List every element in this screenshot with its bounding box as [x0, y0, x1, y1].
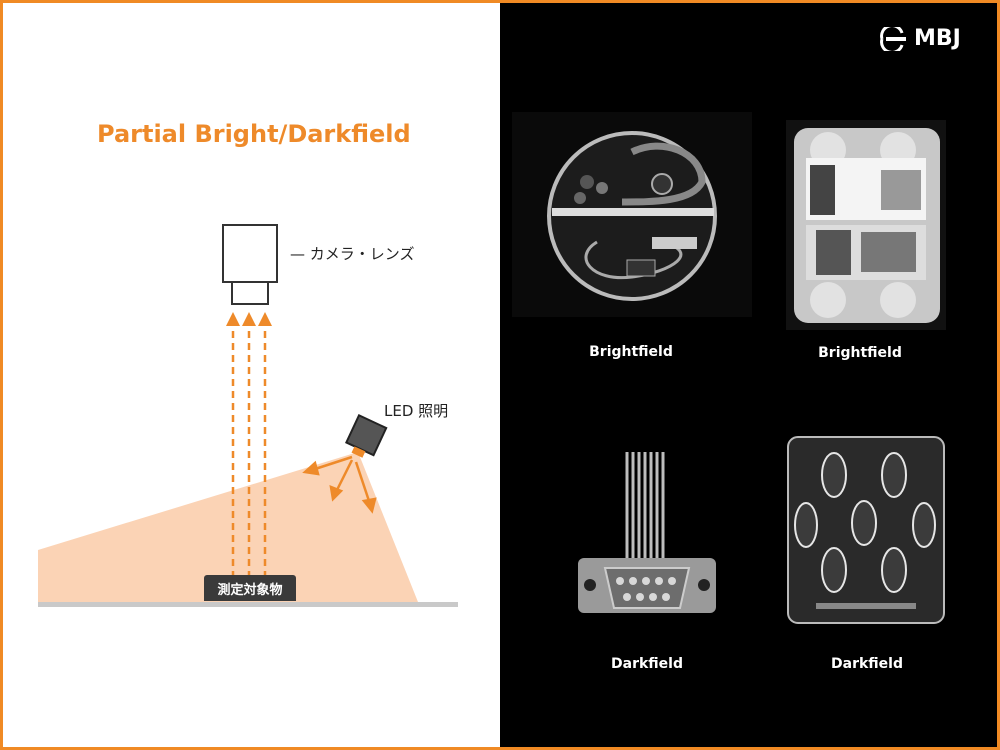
camera-lens — [231, 281, 269, 305]
led-label: LED 照明 — [384, 402, 449, 420]
led-fixture — [345, 414, 388, 458]
camera-body — [222, 224, 278, 283]
headset-kit-photo — [512, 112, 752, 317]
sample-caption-2: Brightfield — [818, 345, 902, 361]
reflected-rays — [231, 324, 267, 578]
sample-caption-3: Darkfield — [611, 656, 683, 672]
object-label: 測定対象物 — [204, 575, 296, 601]
led-emission-arrows — [302, 455, 377, 514]
camera-label: — カメラ・レンズ — [290, 245, 415, 263]
mbj-logo-icon — [880, 26, 906, 51]
logo-text: MBJ — [914, 26, 961, 51]
mbj-logo: MBJ — [880, 26, 961, 51]
ground-line — [38, 602, 458, 607]
egg-carton-photo — [786, 120, 946, 330]
sample-caption-4: Darkfield — [831, 656, 903, 672]
setup-diagram — [38, 224, 458, 607]
connector-photo — [570, 450, 720, 625]
sample-caption-1: Brightfield — [589, 344, 673, 360]
diagram-panel — [3, 3, 500, 747]
light-cone — [38, 452, 418, 602]
diagram-title: Partial Bright/Darkfield — [97, 120, 411, 148]
blister-pack-photo — [787, 436, 945, 624]
ray-arrowheads — [226, 312, 272, 326]
